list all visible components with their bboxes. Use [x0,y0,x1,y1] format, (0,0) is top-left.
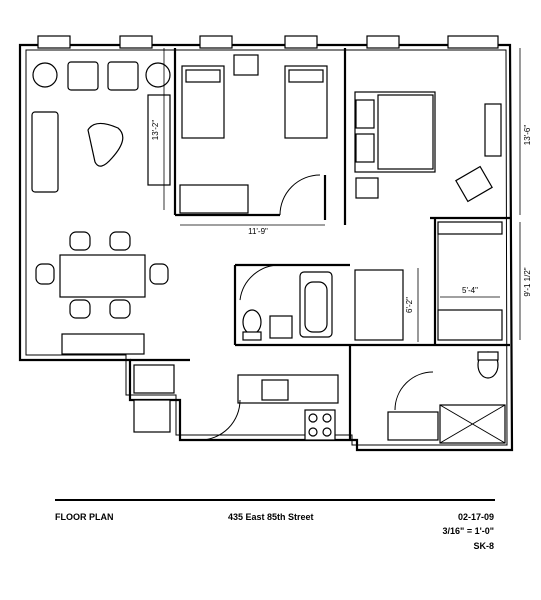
kitchen-fixtures [237,374,339,441]
bedroom-1-furniture [179,54,328,216]
closet [437,221,503,341]
bathroom-2-fixtures [387,351,506,444]
exterior-wall-inner [25,49,508,446]
windows-top [37,35,499,49]
dimension-lines [163,48,521,342]
dim-closet-depth: 9'-1 1/2" [523,267,532,296]
dim-bath-depth: 6'-2" [405,297,414,313]
dim-closet-width: 5'-4" [462,286,478,295]
dining-set [35,231,169,355]
dim-bedroom1-depth: 13'-2" [151,120,160,141]
interior-walls [130,48,510,440]
dim-bedroom2-depth: 13'-6" [523,125,532,146]
entry-closet [133,364,241,441]
living-room-furniture [31,61,171,193]
bedroom-2-furniture [354,91,502,203]
dim-bedroom1-width: 11'-9" [248,227,268,236]
bathroom-1-fixtures [239,264,404,341]
